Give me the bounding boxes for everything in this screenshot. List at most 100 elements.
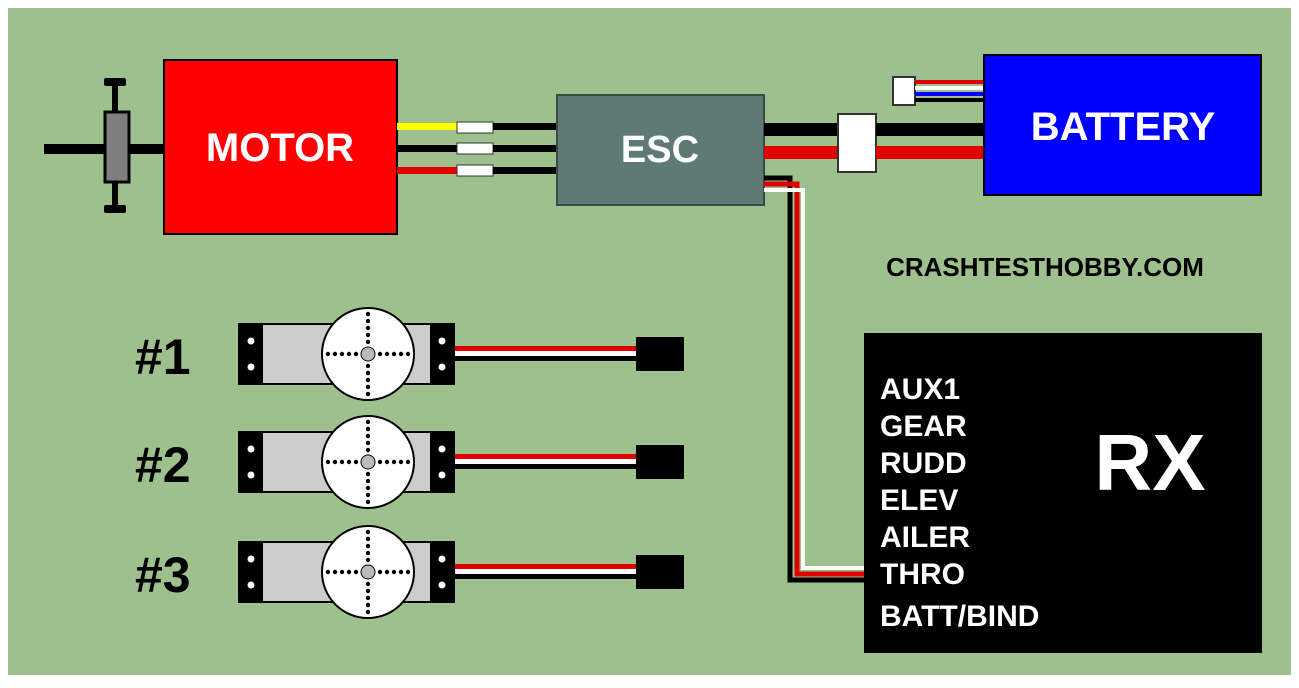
horn-hole xyxy=(365,499,371,505)
mount-hole xyxy=(438,471,446,479)
horn-hole xyxy=(365,536,371,542)
horn-hole xyxy=(353,569,359,575)
horn-hole xyxy=(365,419,371,425)
mount-hole xyxy=(438,581,446,589)
servo-wire-signal xyxy=(455,346,637,351)
horn-hole xyxy=(365,492,371,498)
motor: MOTOR xyxy=(163,59,398,235)
mount-hole xyxy=(438,337,446,345)
horn-hole xyxy=(384,459,390,465)
horn-hole xyxy=(365,485,371,491)
horn-hole xyxy=(365,471,371,477)
motor-esc-wires xyxy=(397,121,559,177)
horn-hole xyxy=(391,569,397,575)
servo-connector xyxy=(636,337,684,371)
horn-hole xyxy=(365,602,371,608)
horn-hole xyxy=(377,569,383,575)
servo-wire-power xyxy=(455,351,637,356)
mount-hole xyxy=(247,581,255,589)
motor-label: MOTOR xyxy=(206,126,354,170)
horn-hole xyxy=(365,550,371,556)
horn-hole xyxy=(398,351,404,357)
horn-hole xyxy=(365,529,371,535)
mount-hole xyxy=(247,445,255,453)
servo-horn-hub xyxy=(360,346,376,362)
mount-hole xyxy=(438,363,446,371)
servo-mount-tab-right xyxy=(430,431,455,493)
balance-lead xyxy=(892,76,985,106)
servo-label: #3 xyxy=(135,547,191,603)
servo-3: #3 xyxy=(135,525,684,619)
horn-hole xyxy=(332,351,338,357)
battery: BATTERY xyxy=(983,54,1262,196)
horn-hole xyxy=(332,569,338,575)
horn-hole xyxy=(353,351,359,357)
servo-mount-tab-left xyxy=(238,541,263,603)
servo-connector xyxy=(636,555,684,589)
horn-hole xyxy=(365,609,371,615)
horn-hole xyxy=(365,318,371,324)
mount-hole xyxy=(247,337,255,345)
horn-hole xyxy=(365,384,371,390)
horn-hole xyxy=(346,459,352,465)
horn-hole xyxy=(365,478,371,484)
servo-mount-tab-left xyxy=(238,323,263,385)
horn-hole xyxy=(325,351,331,357)
horn-hole xyxy=(365,377,371,383)
servo-group: #1#2#3 xyxy=(135,307,684,619)
rx-title: RX xyxy=(1094,418,1205,507)
horn-hole xyxy=(365,588,371,594)
servo-horn-hub xyxy=(360,454,376,470)
rx-channel-rudd: RUDD xyxy=(880,447,967,480)
horn-hole xyxy=(365,426,371,432)
horn-hole xyxy=(365,370,371,376)
motor-shaft xyxy=(44,78,166,213)
horn-hole xyxy=(346,569,352,575)
horn-hole xyxy=(365,325,371,331)
horn-hole xyxy=(398,459,404,465)
horn-hole xyxy=(405,569,411,575)
esc-label: ESC xyxy=(621,129,699,171)
servo-mount-tab-right xyxy=(430,541,455,603)
servo-mount-tab-right xyxy=(430,323,455,385)
battery-label: BATTERY xyxy=(1031,105,1216,149)
mount-hole xyxy=(438,555,446,563)
horn-hole xyxy=(365,433,371,439)
rx-channel-ailer: AILER xyxy=(880,521,970,554)
horn-hole xyxy=(391,351,397,357)
rx-channel-aux1: AUX1 xyxy=(880,373,960,406)
horn-hole xyxy=(365,581,371,587)
servo-horn-hub xyxy=(360,564,376,580)
servo-connector xyxy=(636,445,684,479)
mount-hole xyxy=(247,363,255,371)
rx-channel-elev: ELEV xyxy=(880,484,958,517)
horn-hole xyxy=(384,351,390,357)
horn-hole xyxy=(391,459,397,465)
horn-hole xyxy=(365,339,371,345)
horn-hole xyxy=(365,543,371,549)
horn-hole xyxy=(339,569,345,575)
horn-hole xyxy=(353,459,359,465)
horn-hole xyxy=(365,391,371,397)
horn-hole xyxy=(365,447,371,453)
servo-wire-signal xyxy=(455,564,637,569)
mount-hole xyxy=(438,445,446,453)
horn-hole xyxy=(332,459,338,465)
horn-hole xyxy=(405,459,411,465)
esc-signal-lead xyxy=(764,175,866,583)
mount-hole xyxy=(247,555,255,563)
website-label: CRASHTESTHOBBY.COM xyxy=(886,252,1204,282)
servo-wire-power xyxy=(455,459,637,464)
horn-hole xyxy=(365,311,371,317)
esc-battery-wires xyxy=(764,113,986,173)
horn-hole xyxy=(339,459,345,465)
horn-hole xyxy=(339,351,345,357)
servo-label: #2 xyxy=(135,437,191,493)
rx-channel-thro: THRO xyxy=(880,558,965,591)
servo-2: #2 xyxy=(135,415,684,509)
rx-channel-gear: GEAR xyxy=(880,410,967,443)
esc: ESC xyxy=(556,94,765,206)
horn-hole xyxy=(377,459,383,465)
